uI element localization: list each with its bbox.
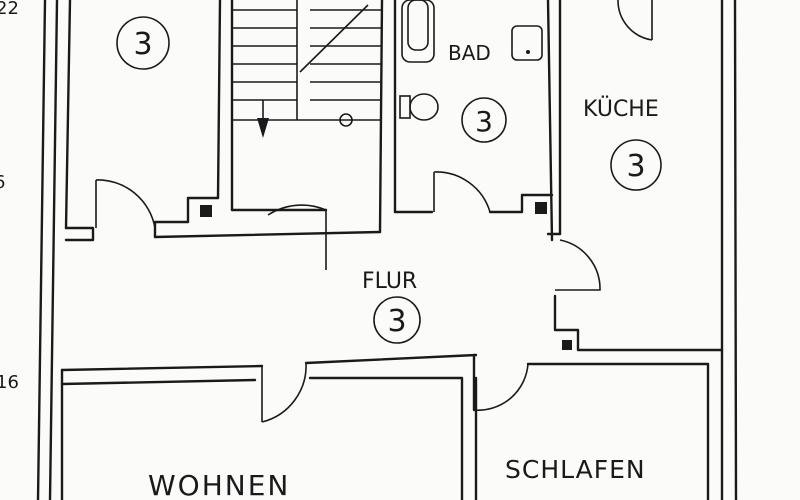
walls <box>36 0 738 500</box>
room-number: 3 <box>133 27 152 62</box>
room-number: 3 <box>626 149 645 184</box>
room-flur: FLUR 3 <box>362 269 421 344</box>
room-name: WOHNEN <box>148 469 290 500</box>
room-kueche: KÜCHE 3 <box>583 96 662 191</box>
room-wohnen: WOHNEN <box>148 469 290 500</box>
margin-number: 22 <box>0 0 19 19</box>
room-name: FLUR <box>362 269 417 294</box>
room-top-left: 3 <box>116 16 170 70</box>
margin-number: 6 <box>0 172 5 193</box>
room-schlafen: SCHLAFEN <box>505 455 646 484</box>
margin-number: 16 <box>0 372 19 393</box>
room-bad: BAD 3 <box>448 41 507 143</box>
room-name: KÜCHE <box>583 96 659 122</box>
room-number: 3 <box>475 105 493 138</box>
room-name: SCHLAFEN <box>505 455 646 484</box>
stairs <box>232 0 382 138</box>
room-number: 3 <box>387 304 406 339</box>
room-name: BAD <box>448 41 491 65</box>
